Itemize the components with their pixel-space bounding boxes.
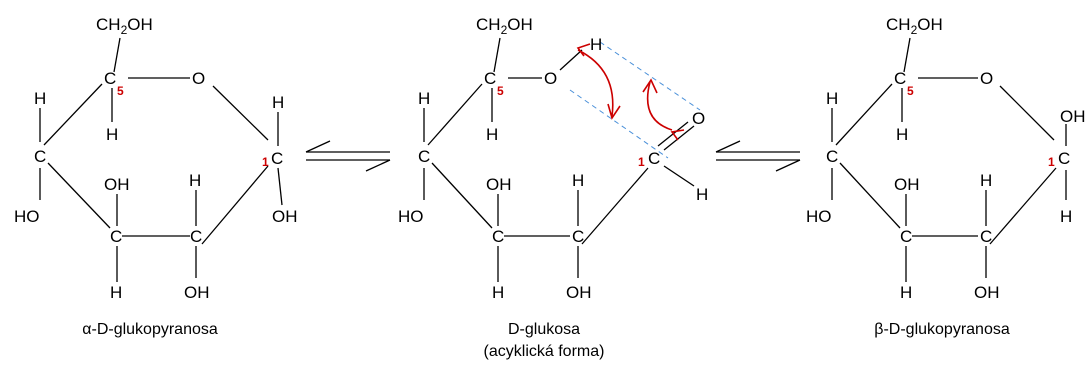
open-c1: C (648, 149, 660, 168)
alpha-ch2oh-label: CH2OH (96, 15, 153, 37)
alpha-c1: C (271, 149, 283, 168)
beta-caption: β-D-glukopyranosa (874, 321, 1010, 338)
alpha-oh-c2: OH (184, 283, 210, 302)
open-chain-glucose-structure: CH2OH C 5 O H H H C HO OH C H H C OH 1 C… (398, 15, 708, 360)
open-oh-c2: OH (566, 283, 592, 302)
beta-h-c5: H (896, 125, 908, 144)
open-bonds (423, 37, 695, 282)
alpha-ho-c4: HO (14, 207, 40, 226)
open-caption-line1: D-glukosa (508, 321, 580, 338)
open-oh-c3: OH (486, 175, 512, 194)
alpha-oh-c1: OH (272, 207, 298, 226)
open-c5: C (484, 69, 496, 88)
beta-bonds (831, 37, 1067, 282)
beta-oh-c1: OH (1060, 107, 1086, 126)
open-c4: C (418, 147, 430, 166)
open-h-top-left: H (418, 89, 430, 108)
beta-num5: 5 (907, 84, 914, 98)
beta-ch2oh-label: CH2OH (886, 15, 943, 37)
alpha-num5: 5 (117, 84, 124, 98)
beta-ho-c4: HO (806, 207, 832, 226)
alpha-oh-c3: OH (104, 175, 130, 194)
open-h-c2: H (572, 171, 584, 190)
open-o5: O (544, 69, 557, 88)
alpha-c2: C (190, 227, 202, 246)
alpha-ring-oxygen: O (192, 69, 205, 88)
open-h-c5: H (486, 125, 498, 144)
alpha-h-c3: H (110, 283, 122, 302)
alpha-caption: α-D-glukopyranosa (82, 321, 218, 338)
open-h-c3: H (492, 283, 504, 302)
open-ch2oh-label: CH2OH (476, 15, 533, 37)
alpha-c4: C (34, 147, 46, 166)
open-num5: 5 (497, 84, 504, 98)
alpha-num1: 1 (262, 155, 269, 169)
reaction-guide-lines (569, 41, 701, 159)
beta-ring-oxygen: O (980, 69, 993, 88)
beta-h-c2: H (980, 171, 992, 190)
open-ho-c4: HO (398, 207, 424, 226)
open-c2: C (572, 227, 584, 246)
beta-glucopyranose-structure: CH2OH C 5 O H H C HO OH C H H C OH OH 1 … (806, 15, 1086, 338)
beta-h-c3: H (900, 283, 912, 302)
alpha-h-c5: H (106, 125, 118, 144)
alpha-h-top-left: H (34, 89, 46, 108)
open-h-hydroxyl: H (590, 35, 602, 54)
beta-c4: C (826, 147, 838, 166)
beta-h-c1: H (1060, 207, 1072, 226)
open-c3: C (492, 227, 504, 246)
beta-c1: C (1058, 149, 1070, 168)
alpha-h-c1: H (272, 93, 284, 112)
open-o1: O (692, 109, 705, 128)
alpha-bonds (39, 37, 283, 282)
beta-c3: C (900, 227, 912, 246)
open-h-c1: H (696, 185, 708, 204)
beta-h-top-left: H (826, 89, 838, 108)
equilibrium-arrow-left (305, 140, 391, 172)
equilibrium-arrow-right (715, 140, 801, 172)
beta-oh-c2: OH (974, 283, 1000, 302)
beta-num1: 1 (1048, 155, 1055, 169)
beta-oh-c3: OH (894, 175, 920, 194)
open-num1: 1 (638, 155, 645, 169)
alpha-h-c2: H (189, 171, 201, 190)
electron-flow-arrows (576, 43, 685, 141)
beta-c2: C (980, 227, 992, 246)
open-caption-line2: (acyklická forma) (484, 343, 605, 360)
alpha-glucopyranose-structure: CH2OH C 5 O H H C HO OH C H H C OH H 1 C… (14, 15, 298, 338)
alpha-c5: C (104, 69, 116, 88)
beta-c5: C (894, 69, 906, 88)
alpha-c3: C (110, 227, 122, 246)
